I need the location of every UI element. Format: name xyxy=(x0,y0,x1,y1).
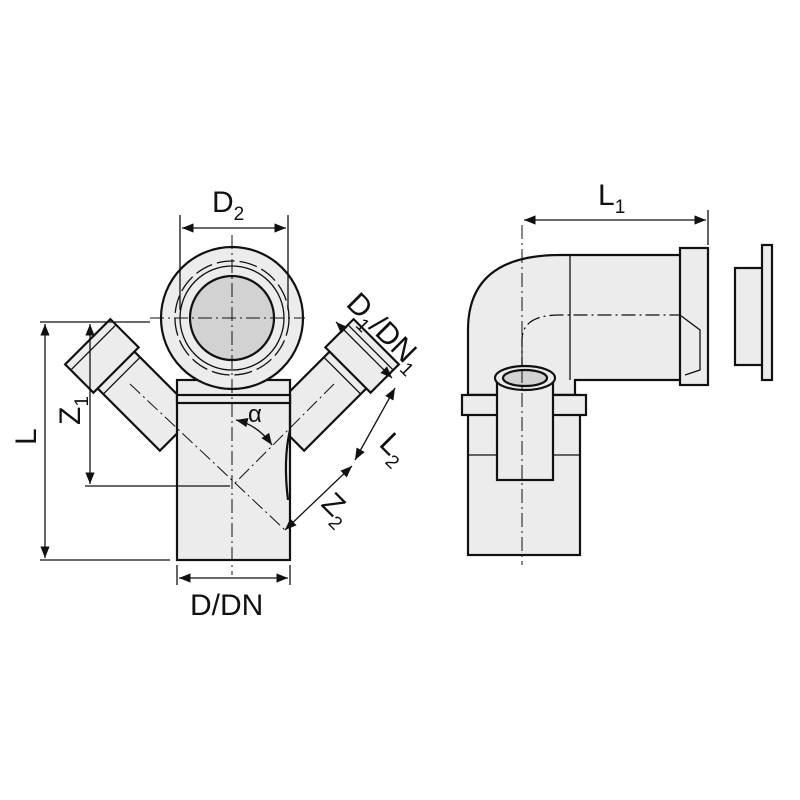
label-d-dn: D/DN xyxy=(190,589,263,622)
collar-band xyxy=(175,393,292,405)
front-socket xyxy=(495,373,555,482)
end-cap xyxy=(733,266,767,367)
elbow-socket xyxy=(678,246,710,387)
label-l1: L1 xyxy=(598,179,625,218)
elbow-fitting xyxy=(460,210,774,565)
label-z2: Z2 xyxy=(311,487,359,535)
label-z1: Z1 xyxy=(54,396,93,425)
label-l: L xyxy=(10,428,43,445)
label-l2: L2 xyxy=(369,427,416,474)
label-alpha: α xyxy=(248,401,262,428)
main-body xyxy=(175,378,292,562)
left-dimensions xyxy=(40,215,396,585)
double-branch-fitting xyxy=(63,235,401,575)
label-d2: D2 xyxy=(212,186,244,225)
